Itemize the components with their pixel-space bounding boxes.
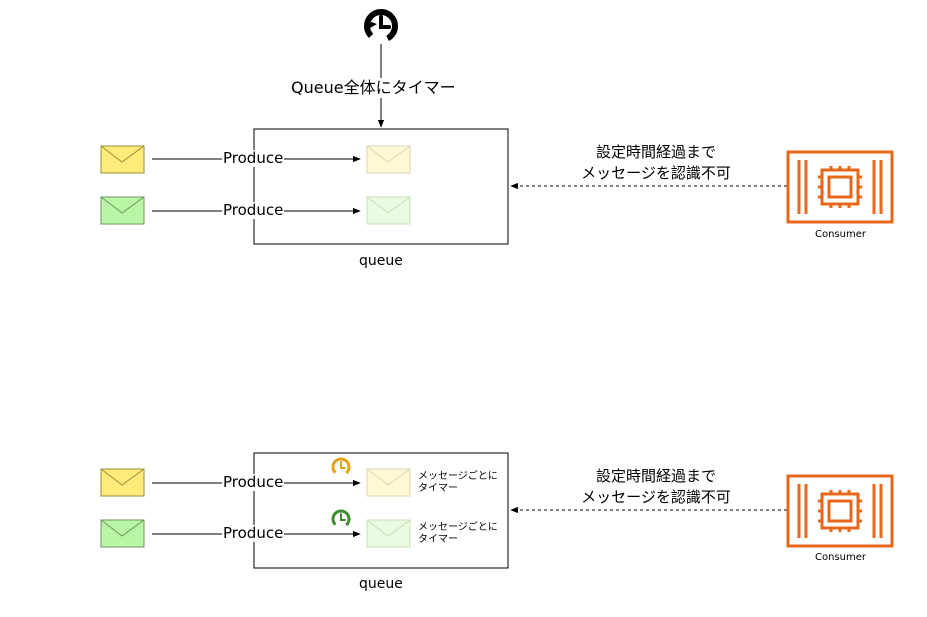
consumer-note: 設定時間経過まで メッセージを認識不可 (556, 466, 756, 508)
consumer-note-line: メッセージを認識不可 (581, 164, 731, 182)
produce-label: Produce (222, 201, 285, 220)
envelope-icon (366, 196, 411, 225)
envelope-icon (100, 196, 145, 225)
consumer-note-line: 設定時間経過まで (595, 143, 716, 161)
envelope-icon (100, 145, 145, 174)
consumer-label: Consumer (815, 552, 866, 563)
consumer-note: 設定時間経過まで メッセージを認識不可 (556, 142, 756, 184)
history-clock-icon (331, 509, 351, 529)
envelope-icon (366, 145, 411, 174)
history-clock-icon (331, 457, 351, 477)
produce-label: Produce (222, 524, 285, 543)
history-clock-icon (363, 8, 398, 43)
global-timer-label: Queue全体にタイマー (291, 78, 456, 98)
produce-label: Produce (222, 149, 285, 168)
consumer-label: Consumer (815, 229, 866, 240)
envelope-icon (100, 519, 145, 548)
envelope-icon (100, 468, 145, 497)
consumer-note-line: メッセージを認識不可 (581, 488, 731, 506)
produce-label: Produce (222, 473, 285, 492)
envelope-icon (366, 519, 411, 548)
chip-container-icon (786, 150, 894, 224)
queue-label: queue (359, 253, 403, 269)
chip-container-icon (786, 474, 894, 548)
consumer-note-line: 設定時間経過まで (595, 467, 716, 485)
message-timer-label: メッセージごとに タイマー (418, 522, 498, 545)
message-timer-label: メッセージごとに タイマー (418, 471, 498, 494)
envelope-icon (366, 468, 411, 497)
queue-label: queue (359, 576, 403, 592)
